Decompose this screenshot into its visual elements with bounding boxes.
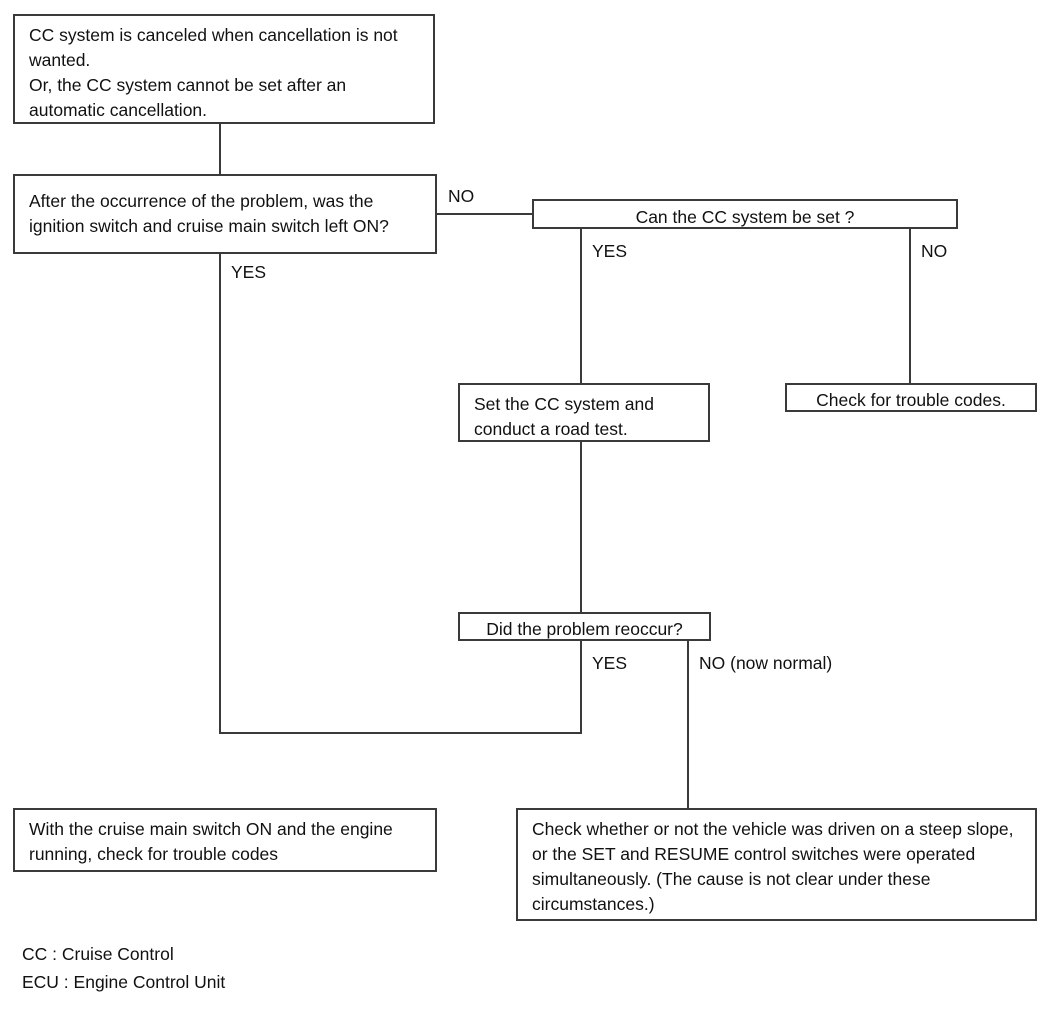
node-action-check-steep-slope: Check whether or not the vehicle was dri… (516, 808, 1037, 921)
node-question-can-set: Can the CC system be set ? (532, 199, 958, 229)
edge-label-switch-no: NO (448, 186, 475, 206)
edge-can-set-yes (580, 229, 582, 383)
node-action-check-trouble-codes: Check for trouble codes. (785, 383, 1037, 412)
node-symptom: CC system is canceled when cancellation … (13, 14, 435, 124)
edge-can-set-no (909, 229, 911, 383)
legend-ecu: ECU : Engine Control Unit (22, 972, 226, 992)
edge-switch-question-yes (219, 254, 221, 733)
edge-reoccur-no (687, 641, 689, 808)
edge-symptom-to-switch-question (219, 124, 221, 174)
node-question-switch-left-on: After the occurrence of the problem, was… (13, 174, 437, 254)
legend-cc: CC : Cruise Control (22, 944, 174, 964)
edge-reoccur-yes-to-trunk (219, 732, 582, 734)
edge-road-test-to-reoccur (580, 442, 582, 612)
node-question-reoccur: Did the problem reoccur? (458, 612, 711, 641)
edge-label-switch-yes: YES (231, 262, 267, 282)
edge-reoccur-yes (580, 641, 582, 734)
node-action-set-and-road-test: Set the CC system and conduct a road tes… (458, 383, 710, 442)
edge-switch-question-no (437, 213, 532, 215)
edge-label-can-set-yes: YES (592, 241, 628, 261)
edge-label-can-set-no: NO (921, 241, 948, 261)
node-action-cruise-on-check-codes: With the cruise main switch ON and the e… (13, 808, 437, 872)
edge-label-reoccur-yes: YES (592, 653, 628, 673)
edge-label-reoccur-no: NO (now normal) (699, 653, 833, 673)
